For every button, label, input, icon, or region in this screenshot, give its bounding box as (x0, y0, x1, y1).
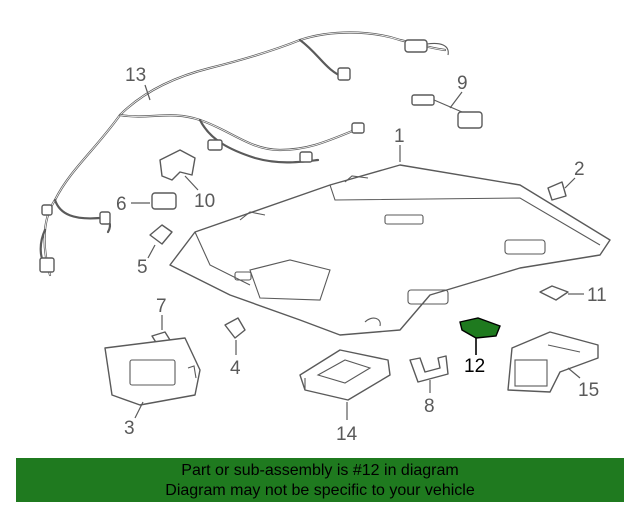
clip-part-11 (539, 285, 569, 301)
callout-3: 3 (124, 418, 135, 439)
callout-9: 9 (457, 73, 468, 94)
callout-2: 2 (574, 159, 585, 180)
callout-6: 6 (116, 194, 127, 215)
cable-part-9 (411, 94, 483, 129)
leader-3 (134, 401, 144, 419)
leader-9 (449, 91, 463, 109)
clip-part-4 (224, 317, 246, 339)
leader-2 (564, 177, 576, 189)
module-part-15 (507, 331, 599, 393)
callout-15: 15 (578, 380, 599, 401)
headliner-part (169, 164, 611, 336)
info-banner: Part or sub-assembly is #12 in diagram D… (16, 458, 624, 502)
callout-11: 11 (587, 285, 607, 306)
callout-10: 10 (194, 191, 215, 212)
wiring-harness-part (39, 31, 449, 277)
callout-5: 5 (137, 257, 148, 278)
cap-part-5 (149, 224, 173, 245)
callout-8: 8 (424, 396, 435, 417)
callout-13: 13 (125, 65, 146, 86)
banner-line-1: Part or sub-assembly is #12 in diagram (181, 462, 459, 479)
parts-diagram: 1 2 3 4 5 6 7 8 9 10 11 12 13 14 15 (39, 31, 611, 445)
overhead-console-part (299, 349, 391, 401)
highlighted-part-12 (459, 317, 501, 339)
leader-10 (184, 175, 199, 191)
grab-handle-part-8 (409, 355, 449, 383)
callout-4: 4 (230, 358, 241, 379)
callout-7: 7 (156, 296, 167, 317)
clip-part-6 (151, 192, 177, 210)
clip-part-2 (547, 181, 567, 201)
banner-line-2: Diagram may not be specific to your vehi… (165, 482, 475, 499)
callout-14: 14 (336, 424, 358, 445)
leader-15 (567, 367, 581, 379)
callout-12: 12 (464, 356, 485, 377)
leader-13 (144, 84, 151, 101)
callout-1: 1 (394, 126, 405, 147)
bracket-part-10 (159, 149, 196, 181)
leader-5 (147, 244, 156, 259)
sun-visor-part (104, 337, 201, 406)
